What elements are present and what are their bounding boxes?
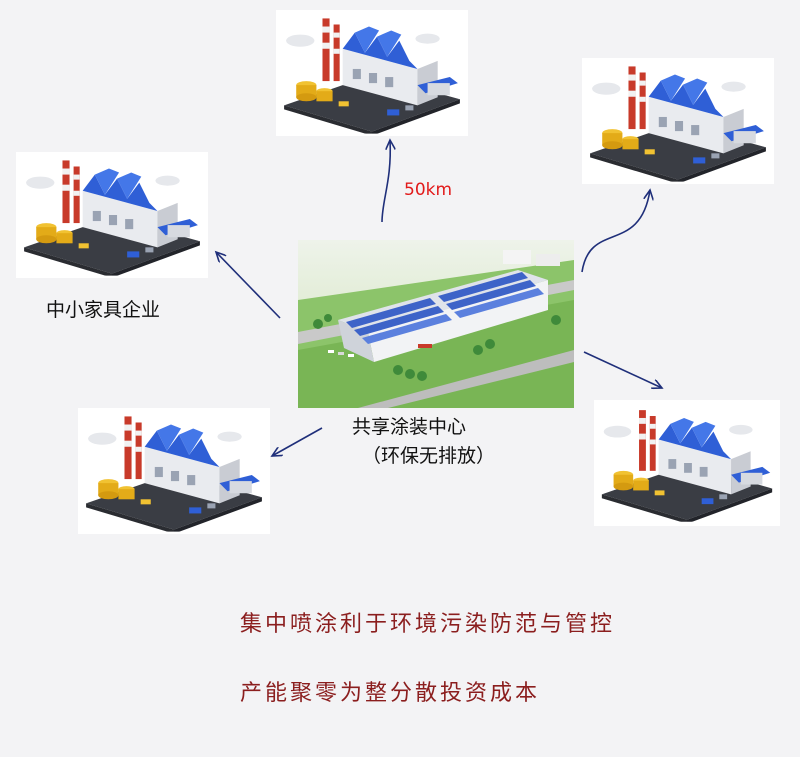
center-title-label: 共享涂装中心 (352, 416, 467, 438)
factory-illustration (582, 58, 774, 184)
factory-illustration (276, 10, 468, 136)
arrow-to-left-factory (216, 252, 281, 319)
arrow-to-bottom-left-factory (272, 427, 323, 456)
arrow-to-top-right-factory (581, 190, 650, 273)
factory-image-bottom-right (594, 400, 780, 526)
factory-illustration (594, 400, 780, 526)
factory-illustration (78, 408, 270, 534)
arrow-to-top-factory (381, 140, 390, 223)
factory-illustration (16, 152, 208, 278)
factory-image-bottom-left (78, 408, 270, 534)
factory-image-top-right (582, 58, 774, 184)
sme-enterprise-label: 中小家具企业 (46, 299, 161, 321)
center-subtitle-label: （环保无排放） (362, 445, 496, 467)
caption-line-2: 产能聚零为整分散投资成本 (240, 681, 541, 706)
caption-line-1: 集中喷涂利于环境污染防范与管控 (240, 612, 616, 637)
aerial-facility-illustration (298, 240, 574, 408)
distance-label: 50km (404, 180, 453, 200)
shared-coating-center-image (298, 240, 574, 408)
factory-image-top (276, 10, 468, 136)
arrow-to-bottom-right-factory (583, 351, 662, 388)
factory-image-left (16, 152, 208, 278)
